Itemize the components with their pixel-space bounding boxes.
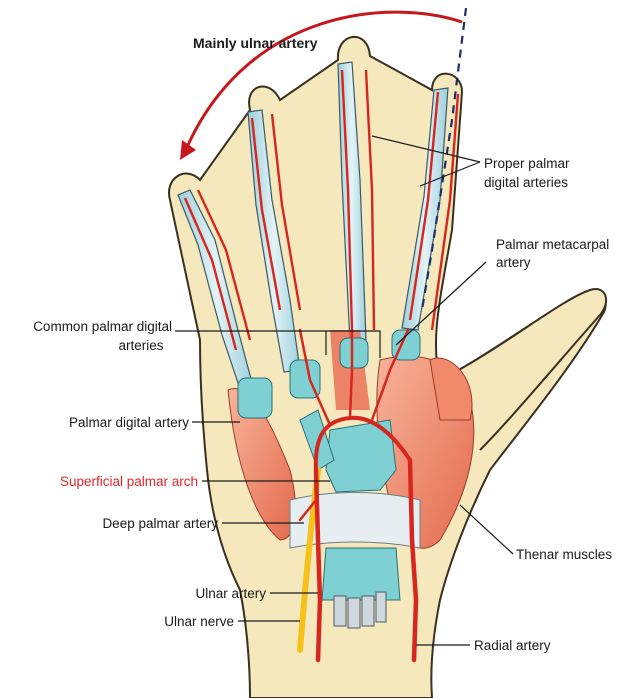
label-deep-palmar-artery: Deep palmar artery — [102, 516, 218, 531]
label-palmar-digital-artery: Palmar digital artery — [69, 415, 189, 430]
label-proper-palmar-1: Proper palmar — [484, 156, 570, 171]
label-superficial-palmar-arch: Superficial palmar arch — [60, 474, 198, 489]
label-thenar-muscles: Thenar muscles — [516, 547, 612, 562]
label-palmar-metacarpal-1: Palmar metacarpal — [496, 237, 609, 252]
label-proper-palmar-2: digital arteries — [484, 175, 568, 190]
label-ulnar-nerve: Ulnar nerve — [164, 614, 234, 629]
label-top-arc: Mainly ulnar artery — [193, 35, 318, 51]
label-palmar-metacarpal-2: artery — [496, 255, 531, 270]
label-radial-artery: Radial artery — [474, 638, 551, 653]
label-common-palmar-2: arteries — [118, 338, 163, 353]
label-ulnar-artery: Ulnar artery — [195, 586, 266, 601]
label-common-palmar-1: Common palmar digital — [33, 319, 172, 334]
